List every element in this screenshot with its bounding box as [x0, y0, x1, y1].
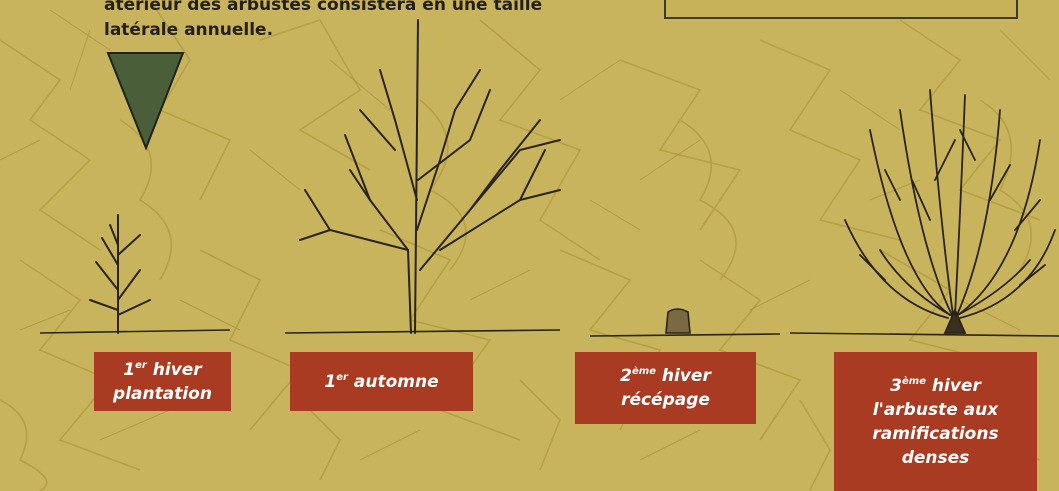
stage-4-text-1: l'arbuste aux	[834, 398, 1037, 422]
stage-4-sup: ème	[902, 376, 926, 387]
stage-3-sup: ème	[632, 366, 656, 377]
stage-label-plantation: 1er hiver plantation	[94, 352, 231, 411]
cut-stump-icon	[666, 309, 690, 333]
stage-1-heading: 1er hiver	[94, 358, 231, 382]
stage-1-sup: er	[135, 360, 147, 371]
stage-1-word: hiver	[153, 360, 202, 380]
stage-2-word: automne	[354, 372, 439, 392]
stage-3-num: 2	[620, 366, 632, 386]
stage-3-text-1: récépage	[575, 388, 756, 412]
stage-label-dense: 3ème hiver l'arbuste aux ramifications d…	[834, 352, 1037, 491]
stage-label-recepage: 2ème hiver récépage	[575, 352, 756, 424]
stage-2-heading: 1er automne	[290, 370, 473, 394]
down-triangle-arrow-icon	[108, 53, 183, 148]
stage-2-sup: er	[336, 372, 348, 383]
stage-4-heading: 3ème hiver	[834, 374, 1037, 398]
stage-1-text-1: plantation	[94, 382, 231, 406]
stage-3-word: hiver	[662, 366, 711, 386]
autumn-tree-icon	[300, 20, 560, 333]
stage-label-autumn: 1er automne	[290, 352, 473, 411]
young-shrub-icon	[90, 215, 150, 333]
stage-4-text-3: denses	[834, 446, 1037, 470]
dense-shrub-icon	[845, 90, 1055, 333]
stage-3-heading: 2ème hiver	[575, 364, 756, 388]
stage-1-num: 1	[123, 360, 135, 380]
stage-2-num: 1	[324, 372, 336, 392]
stage-4-word: hiver	[932, 376, 981, 396]
stage-4-text-2: ramifications	[834, 422, 1037, 446]
stage-4-num: 3	[890, 376, 902, 396]
